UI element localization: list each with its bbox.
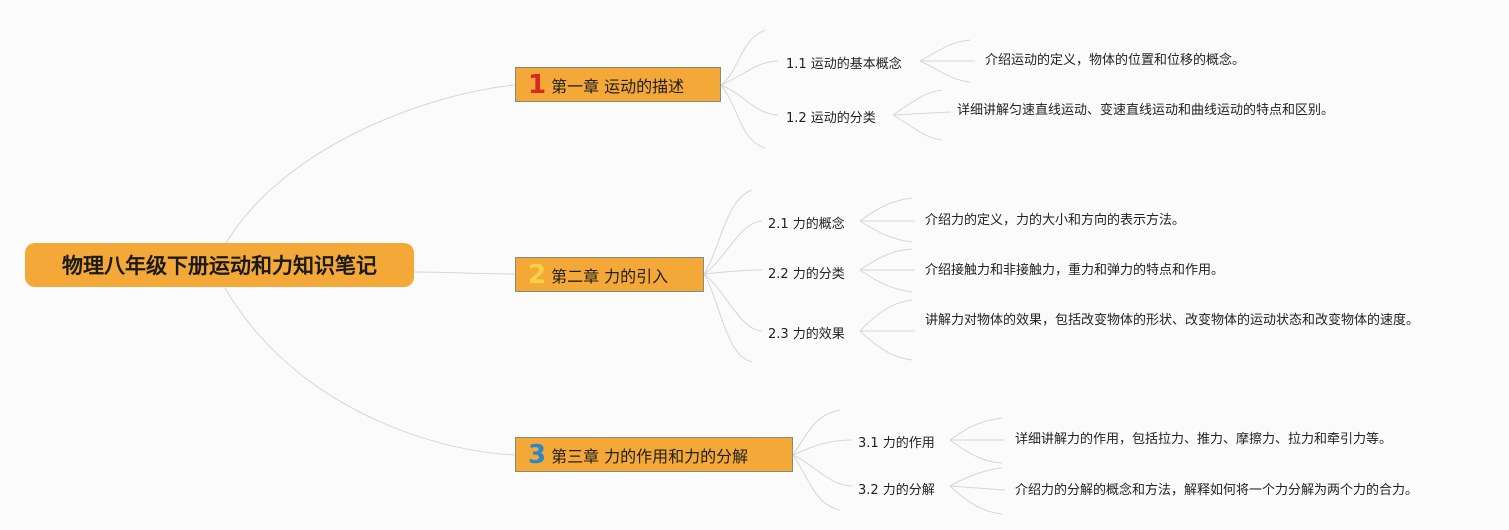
section-1-2-desc[interactable]: 详细讲解匀速直线运动、变速直线运动和曲线运动的特点和区别。 bbox=[957, 103, 1335, 118]
section-2-2-desc[interactable]: 介绍接触力和非接触力，重力和弹力的特点和作用。 bbox=[925, 263, 1225, 278]
section-2-3[interactable]: 2.3 力的效果 bbox=[768, 327, 845, 342]
section-3-2[interactable]: 3.2 力的分解 bbox=[858, 483, 935, 498]
chapter-1-node[interactable]: 1 第一章 运动的描述 bbox=[515, 67, 721, 102]
chapter-3-node[interactable]: 3 第三章 力的作用和力的分解 bbox=[515, 437, 793, 472]
section-1-2[interactable]: 1.2 运动的分类 bbox=[786, 111, 876, 126]
section-2-3-desc[interactable]: 讲解力对物体的效果，包括改变物体的形状、改变物体的运动状态和改变物体的速度。 bbox=[925, 313, 1420, 328]
root-title: 物理八年级下册运动和力知识笔记 bbox=[62, 254, 377, 278]
chapter-2-title: 第二章 力的引入 bbox=[551, 266, 669, 286]
chapter-3-title: 第三章 力的作用和力的分解 bbox=[551, 446, 749, 466]
chapter-2-node[interactable]: 2 第二章 力的引入 bbox=[515, 257, 704, 292]
section-1-1[interactable]: 1.1 运动的基本概念 bbox=[786, 57, 902, 72]
number-2-icon: 2 bbox=[528, 259, 547, 290]
section-3-1[interactable]: 3.1 力的作用 bbox=[858, 436, 935, 451]
section-2-1[interactable]: 2.1 力的概念 bbox=[768, 217, 845, 232]
section-2-1-desc[interactable]: 介绍力的定义，力的大小和方向的表示方法。 bbox=[925, 213, 1186, 228]
section-2-2[interactable]: 2.2 力的分类 bbox=[768, 267, 845, 282]
section-3-2-desc[interactable]: 介绍力的分解的概念和方法，解释如何将一个力分解为两个力的合力。 bbox=[1015, 483, 1419, 498]
section-1-1-desc[interactable]: 介绍运动的定义，物体的位置和位移的概念。 bbox=[985, 53, 1246, 68]
root-topic[interactable]: 物理八年级下册运动和力知识笔记 bbox=[25, 243, 414, 287]
section-3-1-desc[interactable]: 详细讲解力的作用，包括拉力、推力、摩擦力、拉力和牵引力等。 bbox=[1015, 432, 1393, 447]
chapter-1-title: 第一章 运动的描述 bbox=[551, 76, 685, 96]
number-3-icon: 3 bbox=[528, 439, 547, 470]
number-1-icon: 1 bbox=[528, 69, 547, 100]
